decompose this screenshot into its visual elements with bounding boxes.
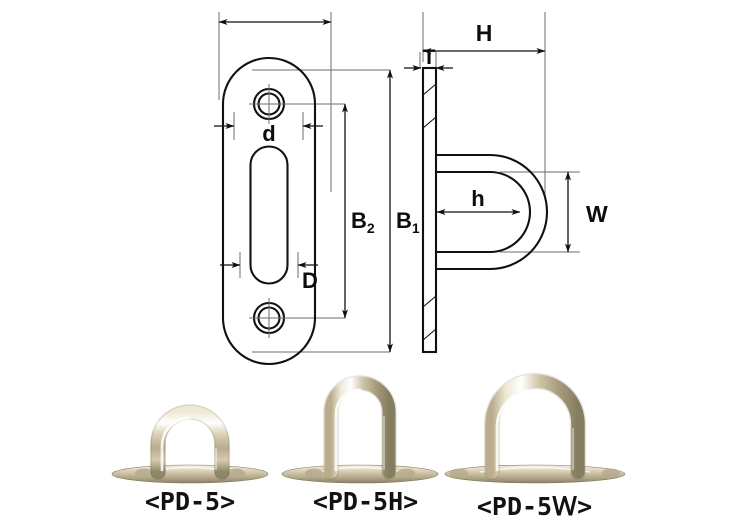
side-view-dimension-lines xyxy=(404,48,571,253)
label-T: T xyxy=(423,46,436,69)
product-label-pd-5h: <PD-5H> xyxy=(312,487,419,516)
product-photo-pd-5w xyxy=(444,372,626,484)
product-label-pd-5: <PD-5> xyxy=(144,487,236,516)
product-label-pd-5w: <PD-5Ｗ> xyxy=(476,492,593,521)
product-photo-pd-5h xyxy=(281,375,439,484)
front-view-plate-outline xyxy=(221,56,317,366)
product-photo-pd-5 xyxy=(111,404,269,484)
front-view-top-screw-hole xyxy=(249,84,289,124)
top-hole-centerlines xyxy=(249,84,289,124)
front-view-center-slot xyxy=(249,145,289,285)
label-d: d xyxy=(262,121,275,146)
side-view-shackle xyxy=(436,153,548,271)
front-view-dimension-lines xyxy=(214,19,393,353)
dimension-labels: d D B2 B1 H T h W xyxy=(262,20,608,293)
label-W: W xyxy=(586,201,608,227)
bottom-hole-centerlines xyxy=(249,298,289,338)
side-view-plate-section xyxy=(421,66,438,354)
label-H: H xyxy=(476,20,493,46)
label-h: h xyxy=(471,186,484,211)
label-D: D xyxy=(302,268,318,293)
side-view-section-hatch xyxy=(422,83,437,341)
front-view-bottom-screw-hole xyxy=(249,298,289,338)
